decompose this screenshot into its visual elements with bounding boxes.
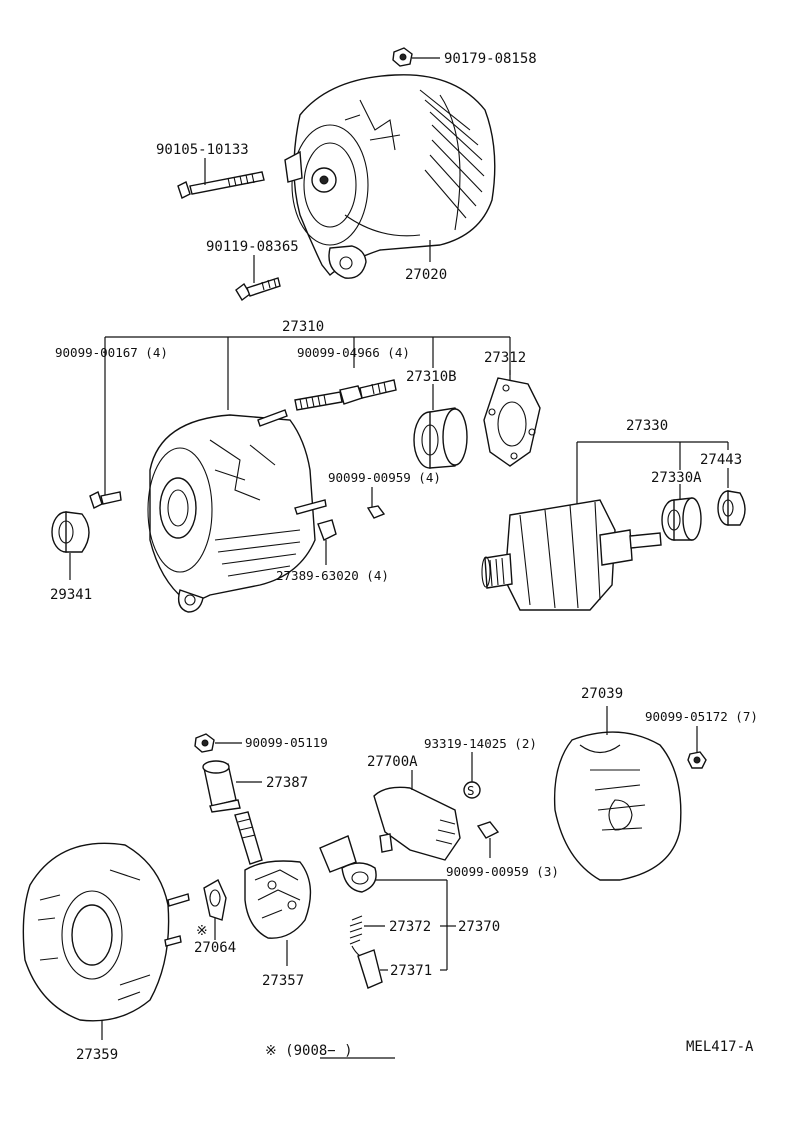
bracket-lines-27310 [104, 336, 511, 500]
bolt-90105-10133 [177, 171, 265, 199]
s-mark-icon: S [467, 783, 475, 798]
label-27330A: 27330A [651, 470, 702, 486]
label-27312: 27312 [484, 350, 526, 366]
rear-cover-27039 [553, 706, 682, 881]
label-90099-00959-a: 90099-00959 (4) [328, 470, 441, 485]
label-27372: 27372 [389, 919, 431, 935]
alternator-assembly-drawing [177, 47, 496, 302]
label-29341: 29341 [50, 587, 92, 603]
label-90099-05172: 90099-05172 (7) [645, 709, 758, 724]
diagram-code: MEL417-A [686, 1039, 754, 1055]
label-27389-63020: 27389-63020 (4) [276, 568, 389, 583]
label-27330: 27330 [626, 418, 668, 434]
label-27020: 27020 [405, 267, 447, 283]
label-27064: 27064 [194, 940, 236, 956]
label-90105-10133: 90105-10133 [156, 142, 249, 158]
plate-27064 [203, 879, 227, 940]
bracket-lines-27330 [576, 441, 729, 508]
nut-90099-05119 [194, 733, 242, 753]
leader-lines-top [204, 57, 440, 283]
regulator-27700A [373, 770, 461, 861]
drive-end-frame-drawing [147, 409, 327, 613]
bolt-90119-08365 [235, 277, 281, 302]
label-27310: 27310 [282, 319, 324, 335]
bearing-27330A [661, 497, 702, 541]
screw-90099-00959-a [366, 487, 386, 519]
label-27443: 27443 [700, 452, 742, 468]
retainer-plate-27312 [483, 377, 541, 467]
label-27371: 27371 [390, 963, 432, 979]
label-90099-04966: 90099-04966 (4) [297, 345, 410, 360]
seal-29341 [51, 511, 90, 580]
label-90099-00959-b: 90099-00959 (3) [446, 864, 559, 879]
label-27310B: 27310B [406, 369, 457, 385]
bush-27387 [202, 760, 262, 813]
rotor-27330 [481, 499, 662, 611]
label-90179-08158: 90179-08158 [444, 51, 537, 67]
label-27700A: 27700A [367, 754, 418, 770]
insulator-27389-63020 [317, 519, 337, 565]
rectifier-27357 [234, 811, 312, 966]
nut-90099-05172 [687, 726, 707, 769]
screw-90099-00959-b [476, 821, 500, 858]
label-27359: 27359 [76, 1047, 118, 1063]
screw-90099-00167 [89, 491, 122, 509]
brush-holder-27370 [319, 835, 456, 971]
label-27357: 27357 [262, 973, 304, 989]
bearing-27310B [413, 407, 468, 469]
stud-90099-04966 [294, 379, 397, 411]
label-90119-08365: 90119-08365 [206, 239, 299, 255]
label-90099-05119: 90099-05119 [245, 735, 328, 750]
label-27039: 27039 [581, 686, 623, 702]
nut-90179-08158 [392, 47, 413, 67]
rear-frame-27359 [22, 842, 190, 1040]
label-27387: 27387 [266, 775, 308, 791]
screw-93319-14025: S [463, 752, 481, 799]
production-note: ※ (9008− ) [265, 1043, 353, 1059]
label-27370: 27370 [458, 919, 500, 935]
brush-27371 [351, 945, 388, 989]
cover-27443 [717, 490, 746, 526]
label-93319-14025: 93319-14025 (2) [424, 736, 537, 751]
spring-27372 [349, 915, 385, 945]
label-90099-00167: 90099-00167 (4) [55, 345, 168, 360]
label-27064-mark: ※ [196, 923, 208, 939]
